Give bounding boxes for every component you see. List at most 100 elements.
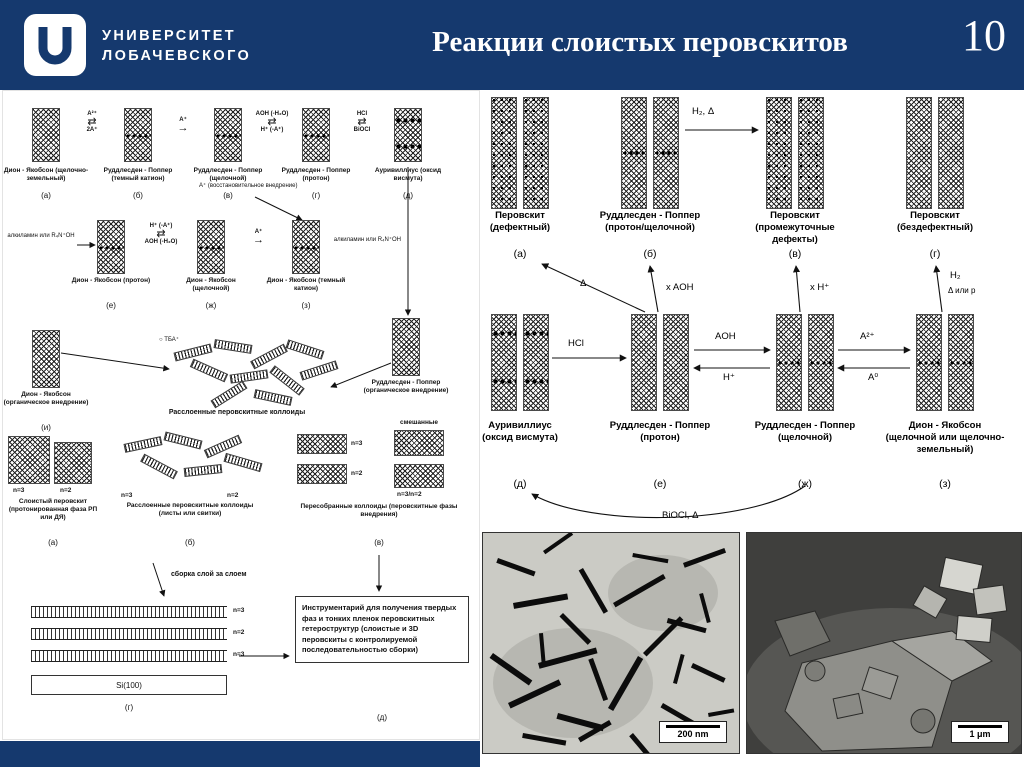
scale-bar-label: 1 μm [969, 729, 991, 740]
perovskite-stack [297, 464, 347, 484]
left-arrow-layer [60, 167, 412, 660]
perovskite-structure [394, 108, 422, 162]
perovskite-structure [124, 108, 152, 162]
structure-label: Дион - Якобсон (органическое внедрение) [3, 391, 89, 407]
index-letter: (б) [133, 191, 143, 200]
index-letter: (д) [513, 478, 527, 490]
lattice-column [938, 97, 964, 209]
tba-cation-label: ○ ТБА⁺ [159, 337, 215, 345]
reagent-label: алкиламин или R₄N⁺OH [333, 237, 401, 243]
scale-bar-line [666, 725, 720, 729]
reagent-label: 2A⁺ [86, 127, 98, 134]
n-value-label: n=3 [233, 607, 245, 614]
reagent-label: H⁺ (-A⁺) [260, 127, 284, 134]
reagent-label: A²⁺ [860, 331, 875, 342]
structure-label: Перовскит (промежуточные дефекты) [755, 210, 835, 245]
reagent-label: H₂ [950, 270, 961, 281]
reagent-label: HCl [356, 111, 368, 117]
reagent-label: BiOCl, Δ [662, 510, 699, 521]
lattice-column [906, 97, 932, 209]
perovskite-structure [766, 97, 824, 209]
tba-text: ТБА⁺ [164, 337, 179, 343]
assembly-label: сборка слой за слоем [171, 571, 247, 578]
lattice-column [776, 314, 802, 411]
reagent-label: x AOH [666, 282, 694, 293]
reagent-label: H⁺ (-A⁺) [149, 223, 173, 229]
tem-micrograph-art [483, 533, 739, 753]
right-arrow-icon: → [253, 233, 264, 246]
reagent-label: Δ или p [948, 286, 976, 295]
lattice-column [916, 314, 942, 411]
n-value-label: n=3 [121, 492, 133, 499]
index-letter: (г) [929, 248, 941, 260]
colloids-caption: Расслоенные перовскитные коллоиды [168, 409, 306, 416]
lattice-column [766, 97, 792, 209]
double-arrow-icon: ⇄ [357, 115, 367, 128]
lattice-column [523, 97, 549, 209]
index-letter: (в) [374, 538, 384, 547]
index-letter: (д) [403, 191, 413, 200]
index-letter: (г) [124, 703, 134, 712]
reagent-label: x H⁺ [810, 282, 830, 293]
perovskite-structure [197, 220, 225, 274]
lattice-column [663, 314, 689, 411]
tem-scale-bar: 200 nm [659, 721, 727, 743]
lattice-column [631, 314, 657, 411]
sem-scale-bar: 1 μm [951, 721, 1009, 743]
film-layer [31, 606, 227, 618]
perovskite-structure [97, 220, 125, 274]
index-letter: (а) [41, 191, 51, 200]
perovskite-structure [32, 330, 60, 388]
structure-label: Расслоенные перовскитные коллоиды (листы… [126, 502, 254, 518]
index-letter: (е) [106, 301, 116, 310]
lattice-column [621, 97, 647, 209]
perovskite-structure [491, 97, 549, 209]
n-value-label: n=2 [60, 487, 72, 494]
sem-micrograph-art [747, 533, 1021, 753]
reagent-label: алкиламин или R₄N⁺OH [7, 233, 75, 239]
reaction-arrow-group: HCl ⇄ BiOCl [329, 111, 395, 134]
reagent-label: A⁺ (восстановительное внедрение) [199, 183, 298, 189]
n-value-label: n=3 [233, 651, 245, 658]
university-name-line2: ЛОБАЧЕВСКОГО [102, 48, 252, 65]
perovskite-structure [302, 108, 330, 162]
index-letter: (д) [377, 713, 387, 722]
index-letter: (а) [48, 538, 58, 547]
perovskite-stack [394, 430, 444, 456]
perovskite-structure [621, 97, 679, 209]
n-value-label: n=2 [351, 470, 363, 477]
index-letter: (в) [223, 191, 233, 200]
perovskite-structure [32, 108, 60, 162]
index-letter: (е) [653, 478, 667, 490]
reagent-label: A⁰ [868, 372, 879, 383]
structure-label: Перовскит (дефектный) [489, 210, 551, 233]
right-reaction-scheme: H₂, Δ Перовскит (дефектный) Руддлесден -… [480, 90, 1024, 767]
lattice-column [491, 314, 517, 411]
reaction-arrow-group: A⁺ → [224, 229, 293, 246]
n-value-label: n=3 [351, 440, 363, 447]
reagent-label: A⁺ [179, 117, 187, 123]
reaction-arrow-group: A⁺ → [151, 117, 215, 134]
n-value-label: смешанные [399, 419, 439, 426]
index-letter: (ж) [797, 478, 813, 490]
n-value-label: n=2 [227, 492, 239, 499]
structure-label: Дион - Якобсон (протон) [71, 277, 151, 284]
substrate-label: Si(100) [116, 680, 142, 690]
reagent-label: HCl [568, 338, 584, 349]
index-letter: (и) [41, 423, 51, 432]
left-reaction-scheme: A²⁺ ⇄ 2A⁺ A⁺ → AOH (-H₂O) ⇄ H⁺ (-A⁺) HCl… [2, 90, 480, 740]
reagent-label: H₂, Δ [692, 106, 715, 117]
university-logo-icon [24, 14, 86, 76]
right-arrow-icon: → [177, 121, 189, 134]
structure-label: Дион - Якобсон (щелочной) [186, 277, 236, 293]
double-arrow-icon: ⇄ [87, 115, 97, 128]
university-name-line1: УНИВЕРСИТЕТ [102, 28, 237, 44]
lattice-column [523, 314, 549, 411]
n-value-label: n=3/n=2 [397, 491, 422, 498]
slide-number: 10 [962, 11, 1006, 60]
perovskite-stack [54, 442, 92, 484]
index-letter: (ж) [205, 301, 217, 310]
lattice-column [798, 97, 824, 209]
structure-label: Руддлесден - Поппер (темный катион) [103, 167, 173, 183]
